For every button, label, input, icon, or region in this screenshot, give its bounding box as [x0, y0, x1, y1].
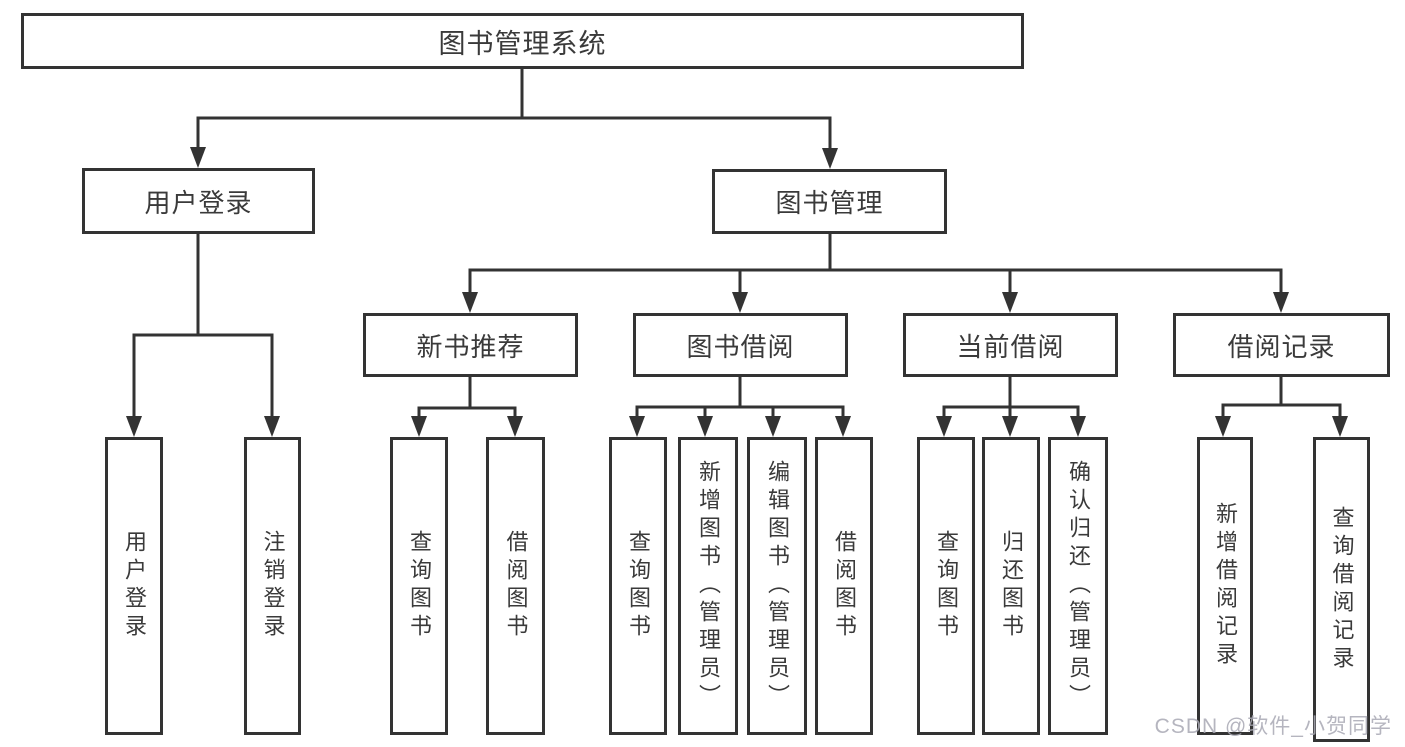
leaf-borrowing-edit-books-admin: 编辑图书（管理员）	[747, 437, 807, 735]
node-borrowing-records-label: 借阅记录	[1227, 331, 1336, 362]
csdn-watermark: CSDN @软件_小贺同学	[1154, 715, 1392, 738]
node-library-system-label: 图书管理系统	[438, 28, 607, 59]
leaf-borrowing-add-books-admin: 新增图书（管理员）	[678, 437, 738, 735]
leaf-borrowing-borrow-books-label: 借阅图书	[832, 530, 857, 642]
leaf-borrowing-query-books-label: 查询图书	[626, 530, 651, 642]
leaf-recommend-borrow-books: 借阅图书	[486, 437, 545, 735]
leaf-current-return-books-label: 归还图书	[999, 530, 1024, 642]
leaf-user-login-label: 用户登录	[122, 530, 147, 642]
leaf-borrowing-query-books: 查询图书	[609, 437, 667, 735]
node-book-management: 图书管理	[712, 169, 947, 234]
leaf-records-query-record-label: 查询借阅记录	[1329, 505, 1355, 674]
node-borrowing-records: 借阅记录	[1173, 313, 1390, 377]
leaf-records-add-record-label: 新增借阅记录	[1213, 502, 1238, 670]
node-library-system: 图书管理系统	[21, 13, 1024, 69]
leaf-borrowing-add-books-admin-label: 新增图书（管理员）	[696, 460, 721, 712]
node-current-borrowing: 当前借阅	[903, 313, 1118, 377]
leaf-records-add-record: 新增借阅记录	[1197, 437, 1253, 735]
leaf-current-confirm-return-admin: 确认归还（管理员）	[1048, 437, 1108, 735]
node-new-book-recommend: 新书推荐	[363, 313, 578, 377]
leaf-records-query-record: 查询借阅记录	[1313, 437, 1370, 742]
leaf-logout: 注销登录	[244, 437, 301, 735]
leaf-borrowing-borrow-books: 借阅图书	[815, 437, 873, 735]
leaf-logout-label: 注销登录	[260, 530, 286, 642]
leaf-user-login: 用户登录	[105, 437, 163, 735]
leaf-current-query-books-label: 查询图书	[934, 530, 959, 642]
node-new-book-recommend-label: 新书推荐	[416, 331, 525, 362]
node-book-management-label: 图书管理	[775, 188, 884, 218]
node-book-borrowing-label: 图书借阅	[686, 331, 795, 362]
node-current-borrowing-label: 当前借阅	[956, 331, 1065, 362]
node-user-login-branch-label: 用户登录	[144, 187, 253, 218]
leaf-current-query-books: 查询图书	[917, 437, 975, 735]
leaf-current-confirm-return-admin-label: 确认归还（管理员）	[1066, 460, 1091, 712]
node-book-borrowing: 图书借阅	[633, 313, 848, 377]
leaf-current-return-books: 归还图书	[982, 437, 1040, 735]
leaf-recommend-query-books: 查询图书	[390, 437, 448, 735]
leaf-recommend-borrow-books-label: 借阅图书	[503, 530, 529, 642]
leaf-recommend-query-books-label: 查询图书	[407, 530, 432, 642]
node-user-login-branch: 用户登录	[82, 168, 315, 234]
leaf-borrowing-edit-books-admin-label: 编辑图书（管理员）	[765, 460, 790, 712]
